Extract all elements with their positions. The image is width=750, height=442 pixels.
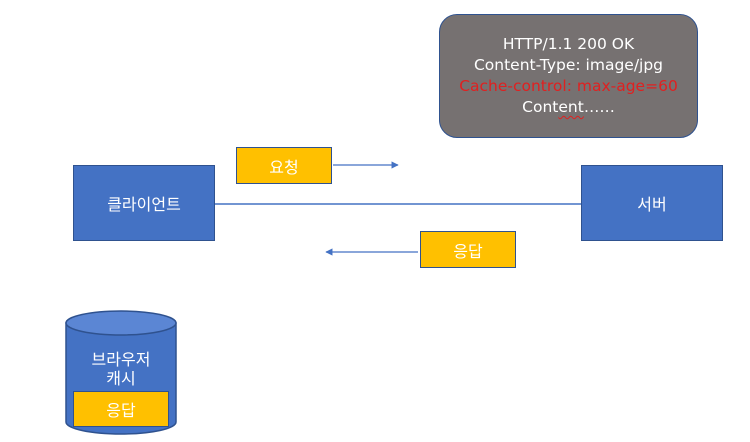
request-label: 요청 bbox=[269, 157, 299, 177]
http-content-type: Content-Type: image/jpg bbox=[473, 56, 664, 74]
response-tag: 응답 bbox=[420, 231, 516, 268]
response-label: 응답 bbox=[453, 241, 483, 261]
cache-label-line1: 브라우저 bbox=[91, 350, 151, 369]
server-node: 서버 bbox=[581, 165, 723, 241]
request-tag: 요청 bbox=[236, 147, 332, 184]
http-response-callout: HTTP/1.1 200 OK Content-Type: image/jpg … bbox=[439, 14, 698, 138]
http-body-suffix: ent bbox=[558, 98, 584, 116]
cache-label-line2: 캐시 bbox=[106, 369, 136, 388]
server-label: 서버 bbox=[637, 195, 667, 214]
http-body-dots: …… bbox=[583, 98, 615, 116]
http-body-prefix: Cont bbox=[522, 98, 559, 116]
client-label: 클라이언트 bbox=[107, 195, 181, 214]
http-cache-control: Cache-control: max-age=60 bbox=[459, 77, 678, 95]
cached-response-tag: 응답 bbox=[73, 391, 169, 427]
http-body-line: Content…… bbox=[522, 97, 615, 118]
http-status-line: HTTP/1.1 200 OK bbox=[502, 35, 635, 53]
cached-response-label: 응답 bbox=[106, 401, 136, 420]
client-node: 클라이언트 bbox=[73, 165, 215, 241]
browser-cache-label: 브라우저 캐시 bbox=[66, 350, 176, 388]
